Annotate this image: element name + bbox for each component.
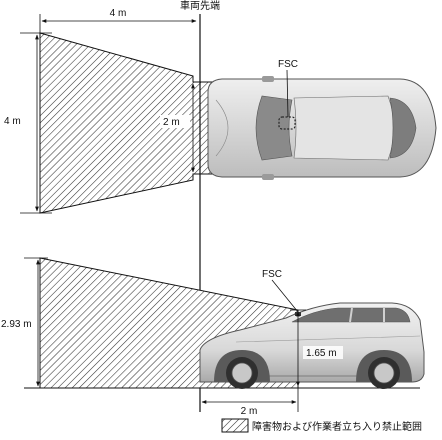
top-car-roof <box>293 95 395 161</box>
top-width-label: 4 m <box>4 116 21 127</box>
top-car-rear-window <box>389 97 417 159</box>
top-fsc-sensor-box <box>278 116 296 130</box>
side-near-height-label: 1.65 m <box>306 348 337 359</box>
vehicle-front-label: 車両先端 <box>180 0 220 12</box>
side-fsc-label: FSC <box>262 269 282 280</box>
side-front-rim <box>231 362 253 384</box>
top-fsc-label: FSC <box>278 59 298 70</box>
top-view: FSC 4 m 4 m 2 m <box>4 8 437 214</box>
legend: 障害物および作業者立ち入り禁止範囲 <box>221 418 422 433</box>
side-car-beltline <box>235 335 421 343</box>
side-depth-label: 2 m <box>241 406 258 417</box>
side-vehicle <box>199 302 425 389</box>
side-car-pillar-b <box>349 307 353 323</box>
side-view: FSC 2.93 m 1.65 m 2 m <box>0 257 425 417</box>
top-near-width-label-bg <box>160 115 190 128</box>
top-fsc-leader <box>286 69 289 118</box>
top-mirror-left <box>262 76 274 82</box>
side-fsc-leader <box>271 279 299 313</box>
top-depth-label: 4 m <box>110 8 127 19</box>
top-near-width-label: 2 m <box>163 117 180 128</box>
top-car-hood-line <box>215 99 229 157</box>
top-mirror-right <box>262 174 274 180</box>
hatched-square-icon <box>221 418 249 433</box>
side-height-label-bg <box>0 317 36 330</box>
side-rear-rim <box>373 362 395 384</box>
top-vehicle <box>207 76 437 180</box>
top-car-windshield <box>255 95 293 161</box>
side-near-height-label-bg <box>303 346 343 359</box>
legend-label: 障害物および作業者立ち入り禁止範囲 <box>252 420 422 433</box>
side-height-label: 2.93 m <box>1 319 32 330</box>
